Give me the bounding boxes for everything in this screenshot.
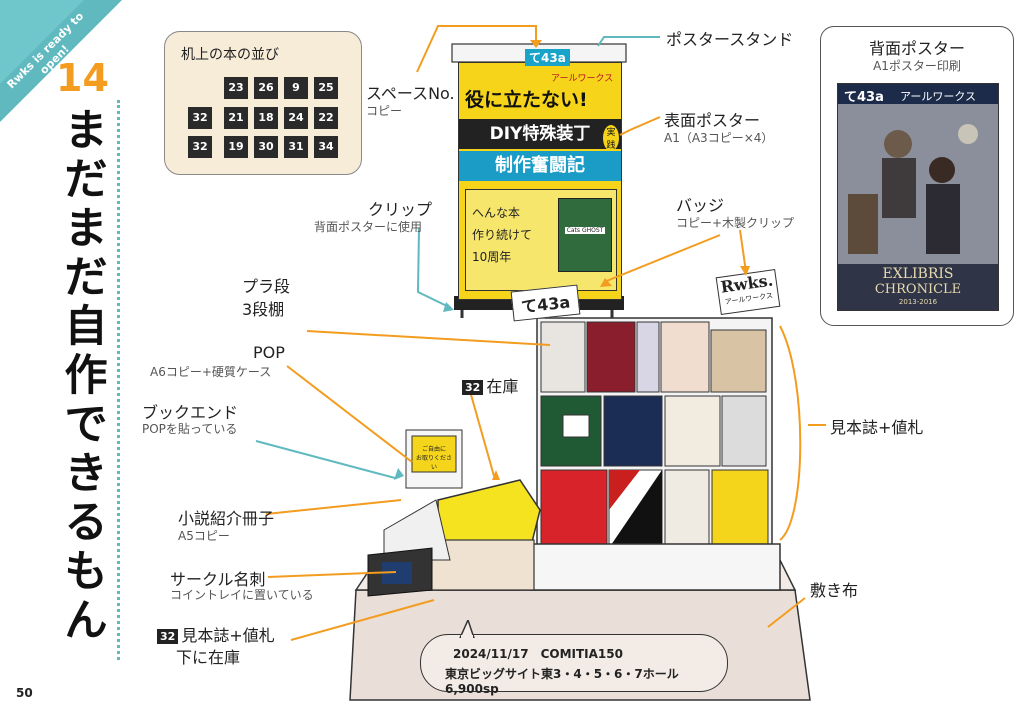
back-poster-art-title-1: EXLIBRIS	[882, 266, 954, 282]
desk-cell: 26	[254, 77, 278, 99]
samples-stock-line-1: 見本誌+値札	[181, 626, 275, 645]
poster-text-1: へんな本	[472, 206, 521, 220]
label-plastic-shelf-2: 3段棚	[242, 300, 285, 319]
back-poster-sub: A1ポスター印刷	[873, 59, 961, 73]
corner-ribbon	[0, 0, 122, 122]
dotted-divider	[117, 100, 120, 660]
chapter-number: 14	[56, 56, 109, 100]
desk-cell: 18	[254, 107, 278, 129]
label-samples-price: 見本誌+値札	[830, 418, 924, 437]
back-poster-art-years: 2013-2016	[898, 298, 938, 306]
back-poster-circle: アールワークス	[900, 90, 977, 103]
pop-card: ご自由に お取りください	[414, 444, 454, 471]
poster-book-label: Cats GHOST	[565, 227, 605, 234]
desk-cell: 24	[284, 107, 308, 129]
label-badge: バッジ	[676, 196, 725, 215]
desk-cell: 30	[254, 136, 278, 158]
sub-pop: A6コピー+硬質ケース	[150, 365, 272, 379]
poster-text-3: 10周年	[472, 250, 512, 264]
poster-subtitle: DIY特殊装丁	[459, 119, 621, 149]
sub-card: コイントレイに置いている	[170, 588, 314, 602]
label-samples-stock-2: 下に在庫	[176, 648, 241, 667]
back-poster-figures	[848, 124, 978, 254]
stock-label-text: 在庫	[486, 377, 519, 396]
desk-cell: 21	[224, 107, 248, 129]
event-line-1: 2024/11/17 COMITIA150	[453, 647, 623, 661]
event-line-2: 東京ビッグサイト東3・4・5・6・7ホール 6,900sp	[445, 667, 691, 696]
label-bookend: ブックエンド	[142, 403, 239, 422]
sub-badge: コピー+木製クリップ	[676, 216, 795, 230]
desk-cell: 9	[284, 77, 308, 99]
desk-cell: 22	[314, 107, 338, 129]
num-badge: 32	[157, 629, 179, 644]
desk-cell: 25	[314, 77, 338, 99]
label-pamphlet: 小説紹介冊子	[178, 509, 275, 528]
label-card: サークル名刺	[170, 570, 266, 589]
label-pop: POP	[253, 343, 285, 362]
desk-cell: 34	[314, 136, 338, 158]
back-poster-art-title-2: CHRONICLE	[874, 282, 962, 297]
page-title: ま だ ま だ 自 作 で き る も ん	[64, 106, 108, 646]
label-poster-stand: ポスタースタンド	[666, 30, 794, 49]
label-space-no: スペースNo.	[366, 84, 455, 103]
desk-cell: 23	[224, 77, 248, 99]
front-poster: て43a アールワークス 役に立たない! DIY特殊装丁 実践 制作奮闘記 へん…	[458, 49, 622, 300]
poster-book-image: Cats GHOST	[558, 198, 612, 272]
desk-cell: 19	[224, 136, 248, 158]
desk-cell: 31	[284, 136, 308, 158]
back-poster-footer	[838, 264, 998, 310]
poster-circle-name: アールワークス	[551, 74, 614, 84]
sub-front-poster: A1（A3コピー×4）	[664, 131, 774, 145]
event-box-pointer	[459, 620, 475, 638]
poster-title: 制作奮闘記	[459, 151, 621, 181]
sub-clip: 背面ポスターに使用	[314, 220, 423, 234]
pop-line-2: お取りください	[415, 455, 452, 471]
desk-cell: 32	[188, 107, 212, 129]
back-poster-image: て43a アールワークス EXLIBRIS CHRONICLE 2013-201…	[837, 83, 999, 311]
event-info-box: 2024/11/17 COMITIA150 東京ビッグサイト東3・4・5・6・7…	[420, 634, 728, 696]
poster-space-number: て43a	[525, 49, 570, 66]
num-badge: 32	[462, 380, 484, 395]
label-clip: クリップ	[368, 200, 433, 219]
back-poster-header	[838, 84, 998, 104]
back-poster-space: て43a	[844, 90, 884, 105]
label-front-poster: 表面ポスター	[664, 111, 761, 130]
desk-layout-box: 机上の本の並び 23 26 9 25 32 21 18 24 22 32 19 …	[164, 31, 362, 175]
poster-text-2: 作り続けて	[472, 228, 533, 242]
label-plastic-shelf-1: プラ段	[242, 277, 291, 296]
desk-layout-title: 机上の本の並び	[181, 47, 279, 63]
page-number: 50	[16, 686, 33, 700]
back-poster-box: 背面ポスター A1ポスター印刷 て43a アールワークス EXLIBRIS CH…	[820, 26, 1014, 326]
sub-space-no: コピー	[366, 104, 403, 118]
poster-badge: 実践	[603, 125, 619, 151]
back-poster-title: 背面ポスター	[868, 39, 965, 58]
pop-line-1: ご自由に	[421, 446, 446, 453]
desk-cell: 32	[188, 136, 212, 158]
sub-pamphlet: A5コピー	[178, 529, 230, 543]
poster-headline: 役に立たない!	[465, 89, 588, 111]
poster-lower-panel: へんな本 作り続けて 10周年 Cats GHOST	[465, 189, 617, 291]
sub-bookend: POPを貼っている	[142, 422, 238, 436]
label-cloth: 敷き布	[810, 581, 859, 600]
